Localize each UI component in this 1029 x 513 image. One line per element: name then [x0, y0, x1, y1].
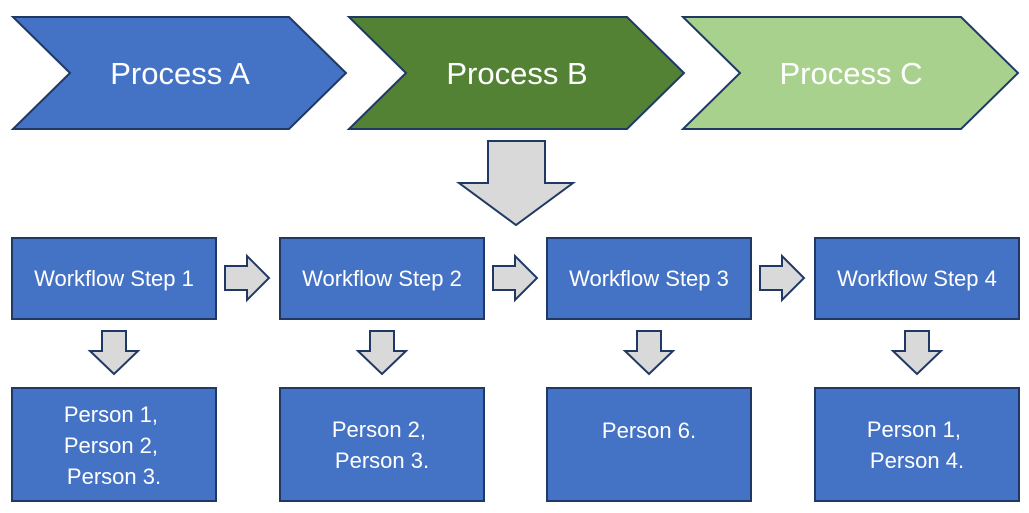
assignee-1-line-1: Person 1, — [64, 402, 158, 427]
down-arrow-icon-3 — [622, 330, 676, 376]
workflow-step-3-box — [546, 237, 752, 320]
process-chevron-c: Process C — [680, 16, 1020, 130]
process-chevron-a: Process A — [10, 16, 348, 130]
workflow-step-4-box — [814, 237, 1020, 320]
assignee-2-line-1: Person 2, — [332, 417, 426, 442]
workflow-step-4: Workflow Step 4 — [814, 237, 1020, 320]
workflow-step-3: Workflow Step 3 — [546, 237, 752, 320]
assignee-2-line-2: Person 3. — [335, 448, 429, 473]
assignee-1-line-2: Person 2, — [64, 433, 158, 458]
down-arrow-icon-2 — [355, 330, 409, 376]
process-a-shape — [10, 16, 348, 130]
assignee-4-line-2: Person 4. — [870, 448, 964, 473]
workflow-step-1-label: Workflow Step 1 — [34, 266, 194, 291]
process-b-label: Process B — [446, 56, 587, 91]
assignee-box-2-text: Person 2, Person 3. — [332, 417, 432, 473]
assignee-box-4-text: Person 1, Person 4. — [867, 417, 967, 473]
assignee-4-line-1: Person 1, — [867, 417, 961, 442]
workflow-step-1-box — [11, 237, 217, 320]
workflow-step-2-label: Workflow Step 2 — [302, 266, 462, 291]
assignee-box-4-shape — [814, 387, 1020, 502]
assignee-3-line-1: Person 6. — [602, 418, 696, 443]
process-c-label: Process C — [780, 56, 923, 91]
workflow-step-2: Workflow Step 2 — [279, 237, 485, 320]
assignee-box-2-shape — [279, 387, 485, 502]
assignee-box-1-shape — [11, 387, 217, 502]
assignee-box-3-shape — [546, 387, 752, 502]
process-c-shape — [680, 16, 1020, 130]
assignee-box-1: Person 1, Person 2, Person 3. — [11, 387, 217, 502]
right-arrow-icon-1-2 — [224, 253, 271, 303]
expand-down-arrow-icon — [455, 140, 577, 227]
assignee-box-3-text: Person 6. — [602, 418, 696, 443]
assignee-box-2: Person 2, Person 3. — [279, 387, 485, 502]
workflow-step-4-label: Workflow Step 4 — [837, 266, 997, 291]
right-arrow-icon-3-4 — [759, 253, 806, 303]
process-a-label: Process A — [110, 56, 250, 91]
process-chevron-b: Process B — [346, 16, 686, 130]
down-arrow-icon-1 — [87, 330, 141, 376]
process-b-shape — [346, 16, 686, 130]
assignee-box-4: Person 1, Person 4. — [814, 387, 1020, 502]
assignee-box-1-text: Person 1, Person 2, Person 3. — [64, 402, 164, 489]
workflow-step-1: Workflow Step 1 — [11, 237, 217, 320]
assignee-box-3: Person 6. — [546, 387, 752, 502]
assignee-1-line-3: Person 3. — [67, 464, 161, 489]
workflow-step-3-label: Workflow Step 3 — [569, 266, 729, 291]
workflow-step-2-box — [279, 237, 485, 320]
right-arrow-icon-2-3 — [492, 253, 539, 303]
down-arrow-icon-4 — [890, 330, 944, 376]
